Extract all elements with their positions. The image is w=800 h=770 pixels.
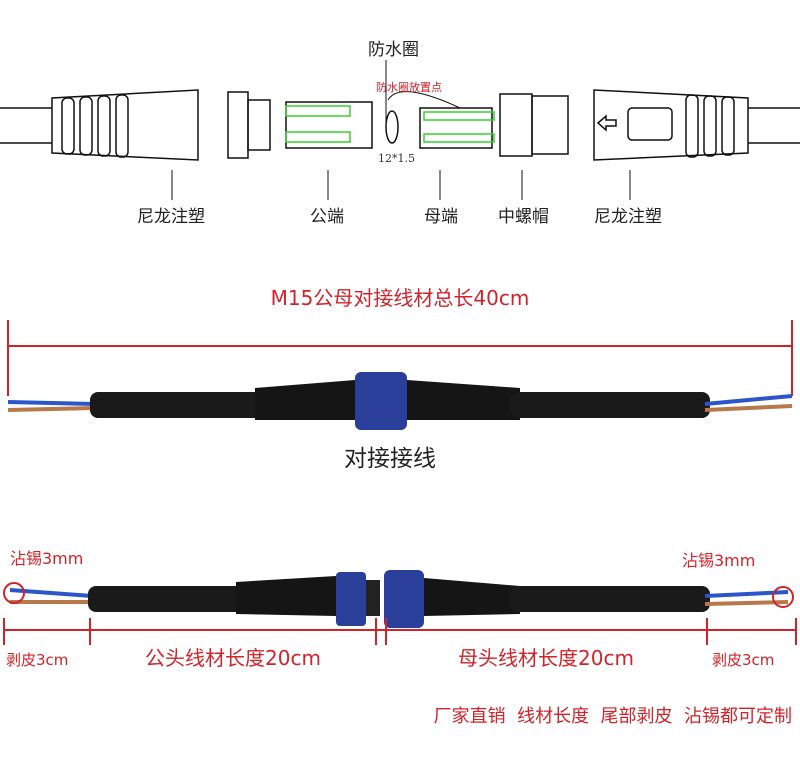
length-dimension-lines [3, 618, 797, 645]
tin-marker-right [772, 586, 794, 608]
total-length-dimension [7, 320, 793, 396]
arrow-window [627, 107, 673, 141]
total-length-title: M15公母对接线材总长40cm [271, 286, 530, 310]
part-label-nylon-right: 尼龙注塑 [594, 207, 662, 227]
part-label-male: 公端 [310, 207, 344, 227]
nylon-overmold-left [51, 89, 199, 161]
exploded-view [0, 60, 800, 200]
pointer-line [387, 91, 461, 109]
seal-ring-size: 12*1.5 [378, 152, 415, 165]
tin-label-right: 沾锡3mm [682, 551, 755, 570]
female-length-label: 母头线材长度20cm [458, 646, 634, 670]
footer-note: 厂家直销 线材长度 尾部剥皮 沾锡都可定制 [434, 706, 792, 727]
female-terminal [419, 107, 493, 149]
tin-marker-left [3, 582, 25, 604]
grip-ribs-right [685, 94, 735, 158]
thread-left [247, 99, 271, 151]
strip-label-right: 剥皮3cm [712, 651, 774, 669]
socket-highlight [423, 111, 495, 121]
socket-highlight [423, 133, 495, 143]
male-length-label: 公头线材长度20cm [145, 646, 321, 670]
seal-ring-position-note: 防水圈放置点 [376, 80, 442, 94]
label-arrows [171, 170, 631, 200]
assembled-caption: 对接接线 [344, 446, 436, 472]
strip-label-left: 剥皮3cm [6, 651, 68, 669]
arrow-left-icon [596, 114, 617, 132]
grip-ribs-left [61, 94, 129, 158]
part-label-female: 母端 [424, 207, 458, 227]
part-label-nylon-left: 尼龙注塑 [137, 207, 205, 227]
nylon-overmold-right [593, 89, 749, 161]
middle-nut-thread [531, 95, 569, 155]
tin-label-left: 沾锡3mm [10, 549, 83, 568]
middle-nut [499, 93, 533, 157]
part-label-middle-nut: 中螺帽 [498, 207, 549, 227]
assembled-cable [7, 372, 793, 430]
nut-left [227, 91, 249, 159]
seal-ring [385, 110, 399, 144]
seal-ring-label: 防水圈 [368, 40, 419, 60]
male-terminal [285, 101, 373, 149]
female-cable [384, 570, 789, 628]
pin-highlight [285, 105, 351, 117]
male-cable [9, 572, 380, 626]
pin-highlight [285, 131, 351, 143]
